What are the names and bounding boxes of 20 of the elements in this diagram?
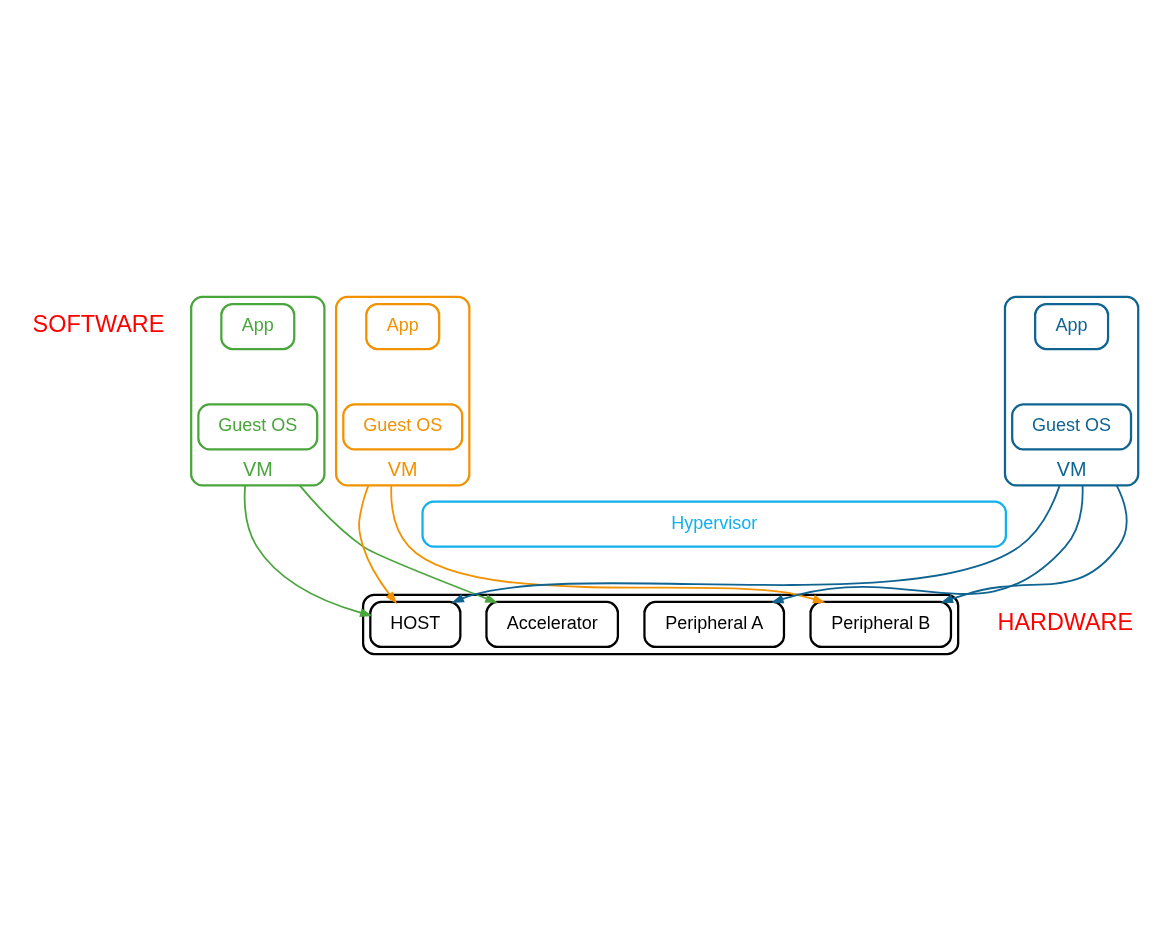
label: HARDWARE — [997, 608, 1134, 635]
node-box: HOST — [369, 600, 462, 648]
node-box: Accelerator — [485, 600, 619, 648]
node-box: App — [365, 302, 441, 350]
node-box: Guest OS — [342, 402, 464, 450]
node-box: Peripheral A — [643, 600, 786, 648]
arrow — [940, 484, 1128, 603]
node-box: Guest OS — [1011, 402, 1133, 450]
arrow — [451, 484, 1061, 603]
arrow — [358, 484, 398, 604]
arrow — [243, 484, 373, 617]
node-box: Guest OS — [197, 402, 319, 450]
node-box: Hypervisor — [421, 500, 1007, 548]
node-box: Peripheral B — [809, 600, 953, 648]
arrow — [298, 484, 498, 603]
node-box: App — [220, 302, 296, 350]
arrow — [770, 484, 1084, 603]
label: SOFTWARE — [32, 310, 165, 337]
node-box: App — [1034, 302, 1110, 350]
arrow — [390, 484, 826, 603]
